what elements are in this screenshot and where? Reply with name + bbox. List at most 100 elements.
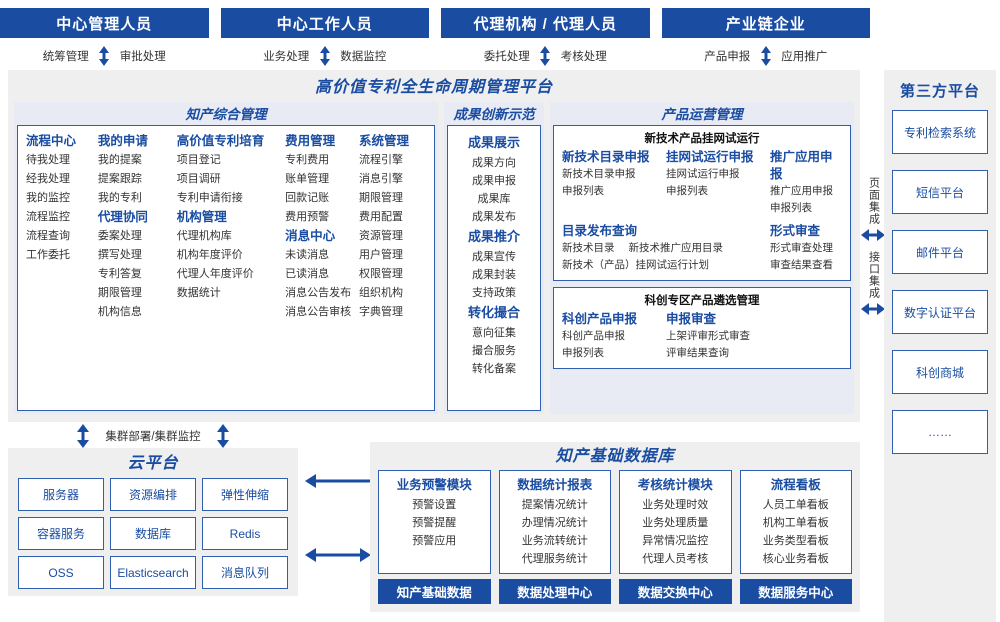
role-box-2[interactable]: 代理机构 / 代理人员	[441, 8, 650, 38]
product-item-0-1[interactable]: 申报列表	[562, 185, 604, 197]
menu-item-4-0-1[interactable]: 消息引擎	[359, 173, 403, 185]
achievement-item-1-0[interactable]: 成果宣传	[472, 251, 516, 263]
role-action-left-2[interactable]: 委托处理	[483, 51, 530, 63]
product-item-0-0[interactable]: 新技术目录申报	[562, 168, 636, 180]
menu-item-4-0-0[interactable]: 流程引擎	[359, 154, 403, 166]
db-card-item-0-0[interactable]: 预警设置	[412, 499, 457, 511]
product-item-2-1[interactable]: 申报列表	[770, 202, 812, 214]
menu-item-1-1-4[interactable]: 机构信息	[97, 306, 142, 318]
role-action-left-1[interactable]: 业务处理	[263, 51, 310, 63]
achievement-item-1-1[interactable]: 成果封装	[472, 269, 516, 281]
role-box-3[interactable]: 产业链企业	[661, 8, 870, 38]
db-footer-2[interactable]: 数据交换中心	[619, 579, 732, 604]
cloud-cell-6[interactable]: OSS	[18, 556, 104, 589]
db-card-item-1-0[interactable]: 提案情况统计	[521, 499, 588, 511]
catalog-publish-query-line2[interactable]: 新技术（产品）挂网试运行计划	[562, 259, 709, 271]
db-card-item-1-3[interactable]: 代理服务统计	[521, 553, 588, 565]
db-card-item-2-2[interactable]: 异常情况监控	[642, 535, 709, 547]
menu-item-1-1-0[interactable]: 委案处理	[97, 230, 142, 242]
catalog-link-1[interactable]: 新技术推广应用目录	[628, 242, 724, 254]
db-card-item-2-1[interactable]: 业务处理质量	[642, 517, 709, 529]
formal-review-item-0[interactable]: 形式审查处理	[770, 242, 833, 254]
product-item-1-0[interactable]: 挂网试运行申报	[666, 168, 740, 180]
role-action-right-1[interactable]: 数据监控	[340, 51, 387, 63]
menu-item-1-0-1[interactable]: 提案跟踪	[97, 173, 142, 185]
menu-item-2-1-0[interactable]: 代理机构库	[176, 230, 232, 242]
db-card-item-3-3[interactable]: 核心业务看板	[762, 553, 829, 565]
db-card-item-1-2[interactable]: 业务流转统计	[521, 535, 588, 547]
db-card-item-2-3[interactable]: 代理人员考核	[642, 553, 709, 565]
menu-item-0-0-2[interactable]: 我的监控	[26, 192, 70, 204]
menu-item-2-1-3[interactable]: 数据统计	[176, 287, 221, 299]
role-action-right-2[interactable]: 考核处理	[560, 51, 607, 63]
achievement-item-0-3[interactable]: 成果发布	[472, 211, 516, 223]
third-party-item-5[interactable]: ……	[892, 410, 988, 454]
db-footer-0[interactable]: 知产基础数据	[378, 579, 491, 604]
product-item-2-0[interactable]: 推广应用申报	[770, 185, 833, 197]
db-card-item-2-0[interactable]: 业务处理时效	[642, 499, 709, 511]
cloud-cell-0[interactable]: 服务器	[18, 478, 104, 511]
cloud-cell-3[interactable]: 容器服务	[18, 517, 104, 550]
role-action-right-3[interactable]: 应用推广	[781, 51, 828, 63]
menu-item-3-0-0[interactable]: 专利费用	[285, 154, 330, 166]
menu-item-4-0-7[interactable]: 组织机构	[359, 287, 403, 299]
db-card-item-3-0[interactable]: 人员工单看板	[762, 499, 829, 511]
third-party-item-3[interactable]: 数字认证平台	[892, 290, 988, 334]
role-action-right-0[interactable]: 审批处理	[119, 51, 166, 63]
third-party-item-1[interactable]: 短信平台	[892, 170, 988, 214]
innovation-item-1-0[interactable]: 上架评审形式审查	[666, 330, 750, 342]
role-action-left-3[interactable]: 产品申报	[704, 51, 751, 63]
achievement-item-0-2[interactable]: 成果库	[477, 193, 511, 205]
cloud-cell-7[interactable]: Elasticsearch	[110, 556, 196, 589]
menu-item-3-0-3[interactable]: 费用预警	[285, 211, 330, 223]
db-card-item-0-2[interactable]: 预警应用	[412, 535, 457, 547]
role-box-1[interactable]: 中心工作人员	[220, 8, 429, 38]
formal-review-item-1[interactable]: 审查结果查看	[770, 259, 833, 271]
menu-item-3-1-0[interactable]: 未读消息	[285, 249, 330, 261]
db-footer-3[interactable]: 数据服务中心	[739, 579, 852, 604]
db-card-item-3-1[interactable]: 机构工单看板	[762, 517, 829, 529]
menu-item-0-0-3[interactable]: 流程监控	[26, 211, 70, 223]
menu-item-3-1-2[interactable]: 消息公告发布	[285, 287, 352, 299]
achievement-item-2-0[interactable]: 意向征集	[472, 327, 516, 339]
menu-item-4-0-3[interactable]: 费用配置	[359, 211, 403, 223]
cloud-cell-4[interactable]: 数据库	[110, 517, 196, 550]
menu-item-3-0-1[interactable]: 账单管理	[285, 173, 330, 185]
menu-item-3-1-1[interactable]: 已读消息	[285, 268, 330, 280]
menu-item-2-1-1[interactable]: 机构年度评价	[176, 249, 243, 261]
role-box-0[interactable]: 中心管理人员	[0, 8, 209, 38]
innovation-item-0-0[interactable]: 科创产品申报	[562, 330, 625, 342]
db-card-item-1-1[interactable]: 办理情况统计	[521, 517, 588, 529]
db-card-item-0-1[interactable]: 预警提醒	[412, 517, 457, 529]
achievement-item-1-2[interactable]: 支持政策	[472, 287, 516, 299]
menu-item-0-0-5[interactable]: 工作委托	[26, 249, 70, 261]
menu-item-4-0-2[interactable]: 期限管理	[359, 192, 403, 204]
achievement-item-0-0[interactable]: 成果方向	[472, 157, 516, 169]
menu-item-1-1-2[interactable]: 专利答复	[97, 268, 142, 280]
menu-item-3-0-2[interactable]: 回款记账	[285, 192, 330, 204]
menu-item-4-0-4[interactable]: 资源管理	[359, 230, 403, 242]
menu-item-0-0-0[interactable]: 待我处理	[26, 154, 70, 166]
third-party-item-4[interactable]: 科创商城	[892, 350, 988, 394]
role-action-left-0[interactable]: 统筹管理	[42, 51, 89, 63]
menu-item-1-0-0[interactable]: 我的提案	[97, 154, 142, 166]
menu-item-3-1-3[interactable]: 消息公告审核	[285, 306, 352, 318]
cloud-cell-1[interactable]: 资源编排	[110, 478, 196, 511]
cloud-cell-5[interactable]: Redis	[202, 517, 288, 550]
menu-item-1-1-3[interactable]: 期限管理	[97, 287, 142, 299]
menu-item-2-1-2[interactable]: 代理人年度评价	[176, 268, 254, 280]
menu-item-2-0-0[interactable]: 项目登记	[176, 154, 221, 166]
achievement-item-0-1[interactable]: 成果申报	[472, 175, 516, 187]
menu-item-4-0-5[interactable]: 用户管理	[359, 249, 403, 261]
third-party-item-0[interactable]: 专利检索系统	[892, 110, 988, 154]
menu-item-0-0-4[interactable]: 流程查询	[26, 230, 70, 242]
cloud-cell-8[interactable]: 消息队列	[202, 556, 288, 589]
product-item-1-1[interactable]: 申报列表	[666, 185, 708, 197]
menu-item-4-0-6[interactable]: 权限管理	[359, 268, 403, 280]
menu-item-1-0-2[interactable]: 我的专利	[97, 192, 142, 204]
menu-item-4-0-8[interactable]: 字典管理	[359, 306, 403, 318]
achievement-item-2-2[interactable]: 转化备案	[472, 363, 516, 375]
cloud-cell-2[interactable]: 弹性伸缩	[202, 478, 288, 511]
achievement-item-2-1[interactable]: 撮合服务	[472, 345, 516, 357]
catalog-link-0[interactable]: 新技术目录	[562, 242, 615, 254]
